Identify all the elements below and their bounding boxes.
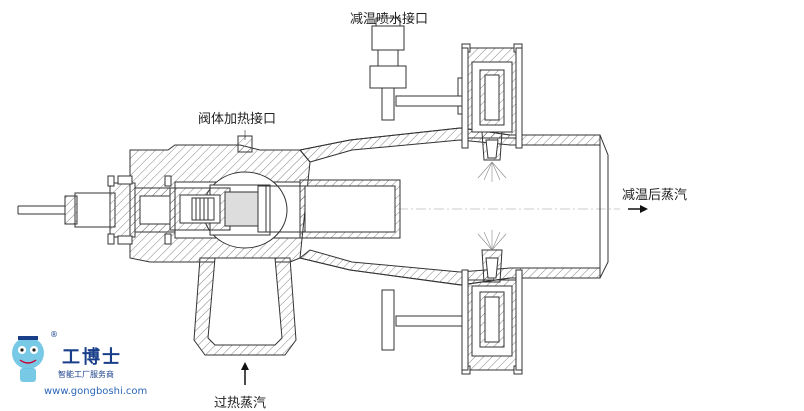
heating-port-nozzle <box>237 130 253 153</box>
registered-mark: ® <box>50 330 58 339</box>
actuator-bonnet <box>17 175 176 245</box>
lower-spray-flange <box>461 249 523 375</box>
label-desuperheated-steam: 减温后蒸汽 <box>622 188 688 203</box>
spray-tube <box>262 179 401 239</box>
watermark-brand: 工博士 <box>62 347 122 368</box>
spray-pattern-lower <box>477 230 507 251</box>
watermark-subtitle: 智能工厂服务商 <box>58 370 114 379</box>
outlet-flow-arrow <box>628 205 648 213</box>
mascot-logo <box>12 336 44 382</box>
watermark-url: www.gongboshi.com <box>44 386 148 397</box>
spray-pattern-upper <box>477 161 507 182</box>
plug-assembly <box>169 185 267 233</box>
label-valve-body-heating-port: 阀体加热接口 <box>198 112 277 127</box>
upper-spray-flange <box>457 43 523 161</box>
inlet-flow-arrow <box>241 362 249 385</box>
label-superheated-steam: 过热蒸汽 <box>214 396 267 411</box>
water-inlet-pipe <box>369 17 463 121</box>
outlet-pipe <box>298 127 609 286</box>
lower-pipe-stub <box>381 289 463 351</box>
label-spray-water-inlet: 减温喷水接口 <box>350 12 429 27</box>
inlet-leg <box>193 257 297 356</box>
